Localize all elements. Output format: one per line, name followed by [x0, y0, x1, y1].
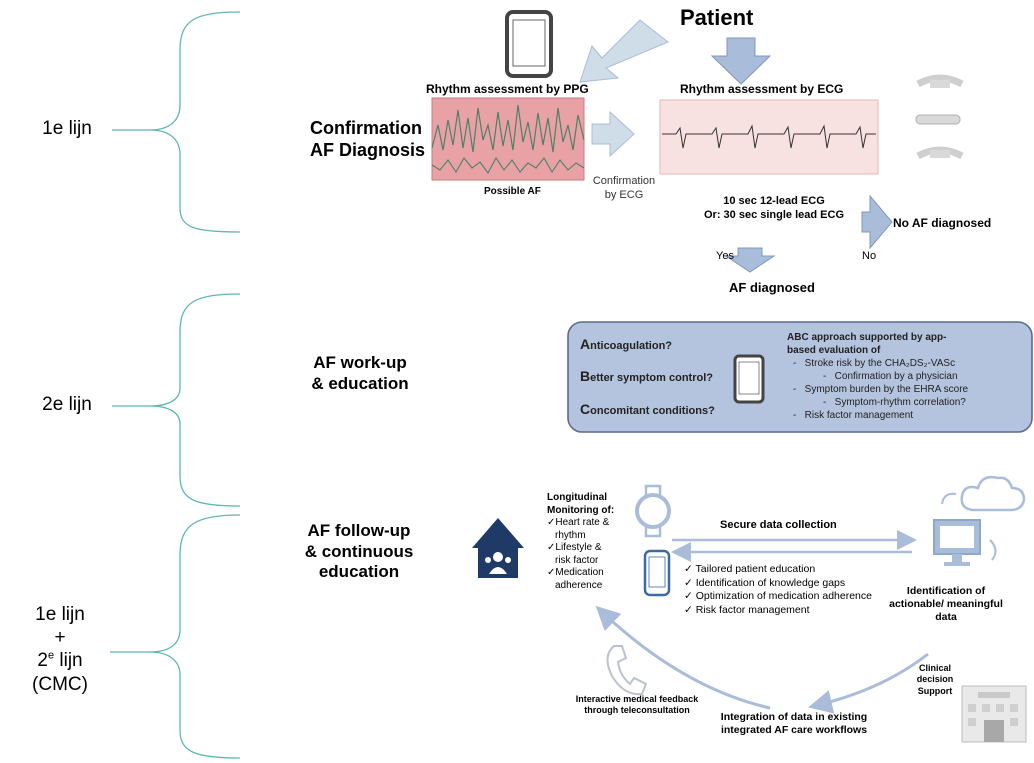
phone-icon — [643, 549, 671, 597]
ecg-rhythm-strip — [659, 99, 879, 175]
interactive-feedback-label: Interactive medical feedback through tel… — [575, 694, 699, 716]
secure-data-label: Secure data collection — [720, 519, 837, 531]
computer-cloud-icon — [933, 475, 1026, 566]
yes-label: Yes — [716, 250, 734, 262]
ecg-title: Rhythm assessment by ECG — [680, 82, 844, 96]
abc-anticoagulation: Anticoagulation? — [580, 336, 673, 352]
bracket-combined — [149, 514, 241, 759]
combined-plus: + — [54, 627, 66, 649]
abc-approach-box — [567, 321, 1033, 433]
arrow-af-diagnosed — [724, 247, 776, 273]
label-combined-care: 1e lijn + 2e lijn (CMC) — [10, 603, 110, 696]
telephone-icon — [606, 645, 648, 696]
af-diagnosed-label: AF diagnosed — [729, 280, 815, 295]
education-item: ✓ Tailored patient education — [684, 563, 816, 575]
smartphone-icon — [505, 10, 553, 78]
no-af-label: No AF diagnosed — [893, 216, 992, 230]
integration-label: Integration of data in existing integrat… — [720, 711, 868, 737]
arrow-no-af — [861, 194, 893, 250]
arrow-confirmation — [591, 110, 635, 158]
possible-af-label: Possible AF — [484, 186, 541, 197]
section-followup: AF follow-up & continuous education — [304, 521, 414, 582]
clinical-decision-label: Clinical decision Support — [916, 663, 954, 696]
ppg-title: Rhythm assessment by PPG — [426, 82, 589, 96]
confirmation-by-ecg-label: Confirmation by ECG — [592, 175, 656, 202]
education-item: ✓ Risk factor management — [684, 603, 810, 616]
smartwatch-icon — [635, 484, 671, 538]
education-item: ✓ Optimization of medication adherence — [684, 590, 872, 603]
tablet-icon — [733, 354, 765, 404]
no-label: No — [862, 250, 877, 262]
abc-app-evaluation: ABC approach supported by app- based eva… — [787, 332, 969, 421]
education-list: ✓ Tailored patient education ✓ Identific… — [684, 563, 872, 618]
arrow-patient-to-ppg — [579, 19, 669, 83]
hospital-icon — [961, 685, 1027, 743]
combined-line4: (CMC) — [32, 673, 88, 695]
label-1e-lijn: 1e lijn — [42, 118, 92, 139]
section-confirmation: Confirmation AF Diagnosis — [310, 118, 426, 160]
combined-line3: 2e lijn — [37, 650, 83, 672]
ppg-rhythm-strip — [431, 97, 585, 181]
patient-label: Patient — [680, 5, 754, 30]
bracket-1e-lijn — [149, 11, 241, 233]
section-workup: AF work-up & education — [311, 353, 409, 393]
abc-better-symptom: Better symptom control? — [580, 368, 713, 384]
longitudinal-monitoring: Longitudinal Monitoring of: ✓Heart rate … — [547, 492, 615, 591]
ecg-device-icon — [915, 74, 964, 160]
education-item: ✓ Identification of knowledge gaps — [684, 576, 846, 589]
home-icon — [472, 518, 524, 578]
bracket-2e-lijn — [149, 293, 241, 507]
abc-concomitant: Concomitant conditions? — [580, 401, 715, 417]
ecg-options: 10 sec 12-lead ECG Or: 30 sec single lea… — [704, 195, 845, 222]
identification-label: Identification of actionable/ meaningful… — [889, 585, 1003, 624]
label-2e-lijn: 2e lijn — [42, 394, 92, 415]
combined-line1: 1e lijn — [35, 604, 85, 625]
arrow-patient-to-ecg — [710, 37, 772, 85]
